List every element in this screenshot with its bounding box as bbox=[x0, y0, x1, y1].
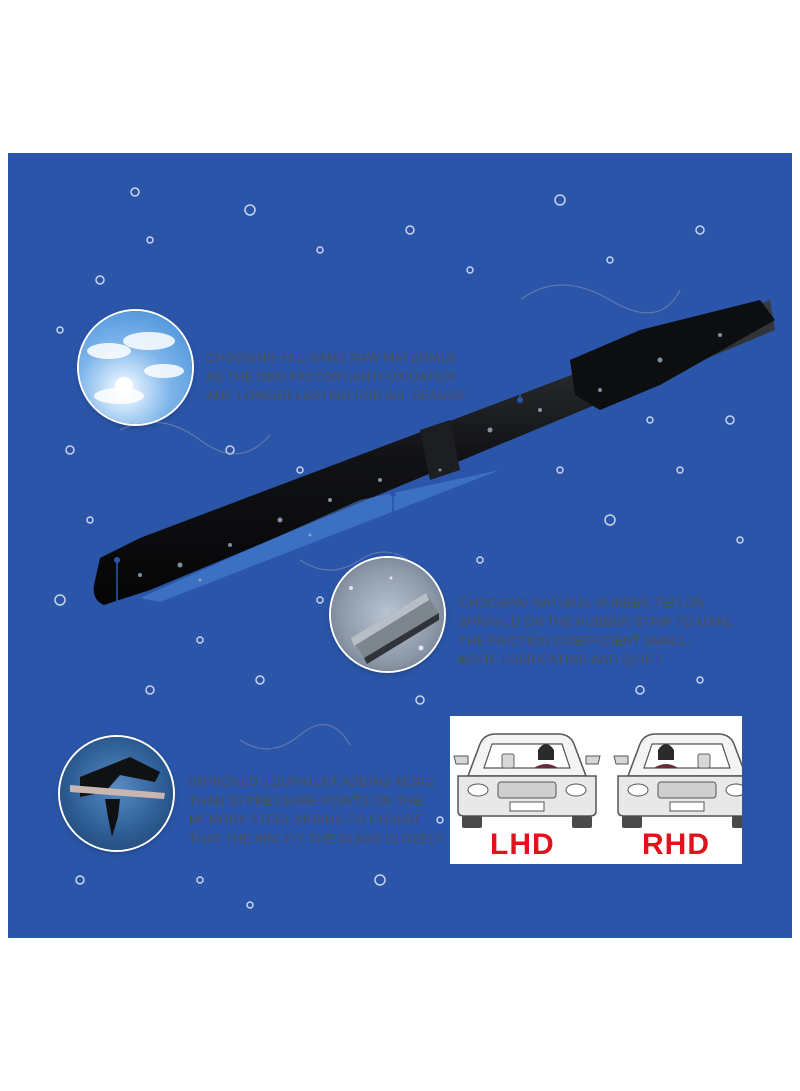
feature-description-quiet-and-comfortable: CHOOSING NATURAL RUBBER,TEFLON SPRAYED O… bbox=[459, 594, 734, 670]
description-line: AND LONGER LASTING FOR ALL SEASON. bbox=[206, 389, 470, 403]
feature-description-clean-no-streaks: IMPROVED EQUIPMENT,ADDING MORE THAN 50 P… bbox=[189, 773, 446, 849]
description-line: AS THE OEM FACTORY,ANTI-OXIDATION bbox=[206, 370, 458, 384]
description-line: SPRAYED ON THE RUBBER STRIP TO MAKE bbox=[459, 615, 734, 629]
lhd-label: LHD bbox=[490, 828, 555, 861]
description-line: CHOOSING NATURAL RUBBER,TEFLON bbox=[459, 596, 705, 610]
description-line: IMPROVED EQUIPMENT,ADDING MORE bbox=[189, 775, 435, 789]
description-line: MEMORY STEEL SPRING TO ENSURE bbox=[189, 813, 424, 827]
description-line: THE FRICTION COEFFICIENT SMALL, bbox=[459, 634, 691, 648]
description-line: CHOOSING THE SAME RAW MATERIALS bbox=[206, 351, 457, 365]
description-line: MORE LUBRICATING AND QUIET bbox=[459, 653, 662, 667]
rhd-car-icon bbox=[613, 733, 761, 828]
rubber-strip-icon bbox=[331, 558, 444, 671]
description-line: THAN 50 PRESSURE POINTS ON THE bbox=[189, 794, 423, 808]
feature-description-long-service-life: CHOOSING THE SAME RAW MATERIALS AS THE O… bbox=[206, 349, 469, 406]
feature-heading-long-service-life: LONG SERVICE LIFE bbox=[205, 322, 424, 345]
rhd-label: RHD bbox=[642, 828, 710, 861]
feature-heading-clean-no-streaks: CLEAN,NO STREAKS. bbox=[188, 745, 419, 768]
sky-icon bbox=[79, 311, 192, 424]
feature-heading-quiet-and-comfortable: QUIET AND COMFORTABLE. bbox=[458, 567, 758, 590]
description-line: THAT THE ARC FIT THE GLASS CLOSELY. bbox=[189, 832, 446, 846]
spring-section-icon bbox=[60, 737, 173, 850]
drive-side-diagram: LHD RHD bbox=[450, 716, 761, 864]
lhd-car-icon bbox=[453, 733, 601, 828]
